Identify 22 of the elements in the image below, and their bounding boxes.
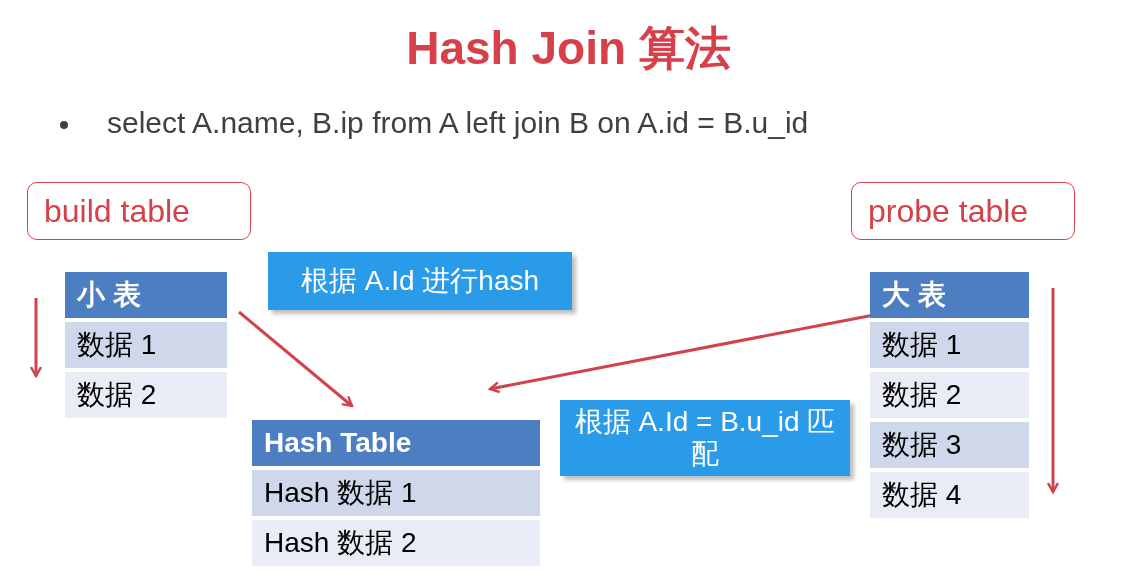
table-cell: 数据 3	[870, 422, 1029, 468]
table-header-cell: Hash Table	[252, 420, 540, 466]
data-table	[252, 420, 540, 566]
note-box: 根据 A.Id = B.u_id 匹配	[560, 400, 850, 476]
data-table	[870, 272, 1029, 518]
sql-query-text: select A.name, B.ip from A left join B on A.id = B.u_id	[107, 106, 809, 140]
table-cell: Hash 数据 1	[252, 470, 540, 516]
label-box: probe table	[851, 182, 1075, 240]
table-cell: Hash 数据 2	[252, 520, 540, 566]
table-header-cell: 小 表	[65, 272, 227, 318]
table-cell: 数据 2	[65, 372, 227, 418]
arrow	[238, 310, 354, 408]
note-box: 根据 A.Id 进行hash	[268, 252, 572, 310]
label-box: build table	[27, 182, 251, 240]
data-table	[65, 272, 227, 418]
arrow	[488, 314, 871, 394]
table-cell: 数据 1	[65, 322, 227, 368]
table-cell: 数据 2	[870, 372, 1029, 418]
table-cell: 数据 1	[870, 322, 1029, 368]
table-header-cell: 大 表	[870, 272, 1029, 318]
table-cell: 数据 4	[870, 472, 1029, 518]
title: Hash Join 算法	[405, 21, 732, 76]
